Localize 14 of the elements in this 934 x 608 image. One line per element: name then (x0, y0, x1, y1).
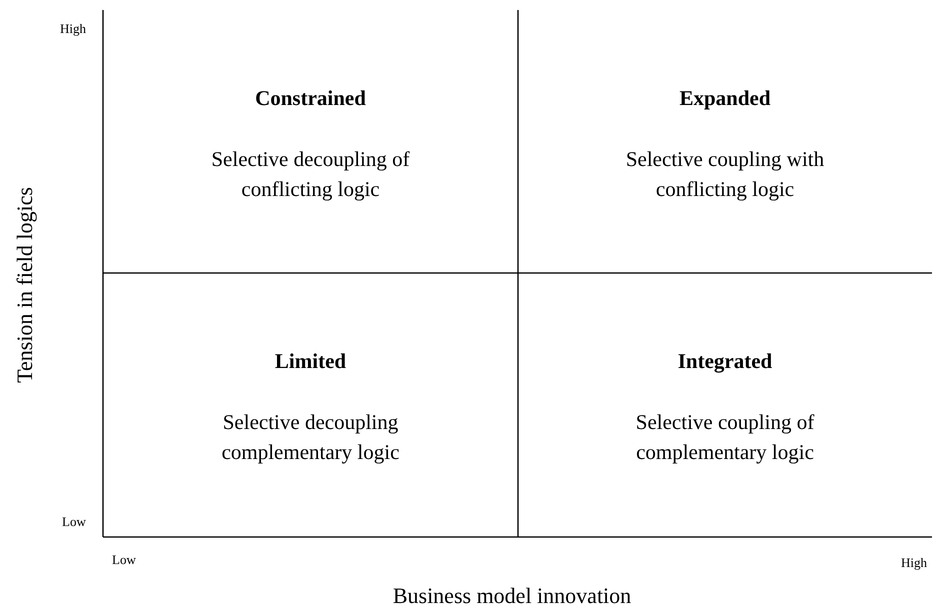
axis-tick-label: Low (112, 552, 136, 568)
quadrant-description: Selective coupling with conflicting logic (624, 146, 826, 203)
axis-tick-label: High (60, 21, 86, 37)
axis-tick-label: High (901, 555, 927, 571)
quadrant-heading: Integrated (676, 349, 774, 374)
axis-title: Business model innovation (392, 583, 632, 608)
quadrant-description: Selective coupling of complementary logic (634, 409, 816, 466)
axis-tick-label: Low (62, 514, 86, 530)
quadrant-description: Selective decoupling of conflicting logic (210, 146, 411, 203)
quadrant-heading: Limited (274, 349, 348, 374)
quadrant-heading: Expanded (678, 86, 772, 111)
quadrant-description: Selective decoupling complementary logic (220, 409, 400, 466)
axis-title: Tension in field logics (12, 187, 38, 383)
quadrant-heading: Constrained (254, 86, 367, 111)
